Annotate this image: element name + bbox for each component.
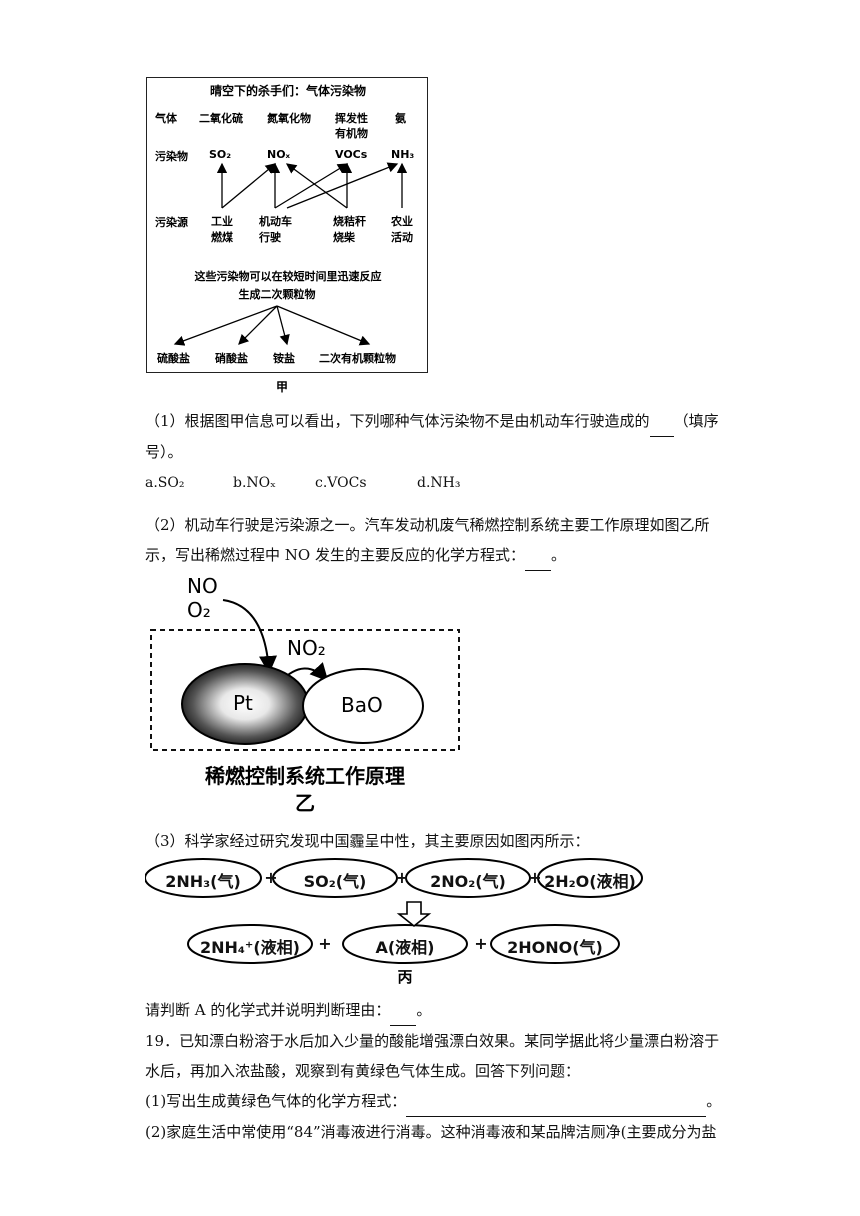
question-3b-end: 。: [416, 1001, 432, 1019]
figure-yi-diagram: [150, 599, 460, 751]
reactant-no2: 2NO₂(气): [430, 872, 506, 891]
answer-blank-3[interactable]: [390, 995, 417, 1026]
pollutant-nh3: NH₃: [391, 148, 415, 161]
label-o2: O₂: [187, 598, 211, 622]
pollutant-nox: NOₓ: [267, 148, 291, 161]
option-c: c.VOCs: [315, 475, 367, 491]
row-gas-label: 气体: [155, 112, 177, 125]
figure-yi-sub: 乙: [295, 791, 315, 815]
reactant-so2: SO₂(气): [303, 872, 367, 891]
gas-nh3: 氨: [395, 112, 406, 125]
question-2-text: （2）机动车行驶是污染源之一。汽车发动机废气稀燃控制系统主要工作原理如图乙所: [145, 516, 710, 534]
gas-so2: 二氧化硫: [199, 112, 243, 125]
source-straw-l2: 烧柴: [333, 231, 355, 244]
question-2-end: 。: [550, 546, 566, 564]
product-organic: 二次有机颗粒物: [319, 352, 396, 365]
plus-5: +: [474, 934, 488, 953]
question-19-line-2: 水后，再加入浓盐酸，观察到有黄绿色气体生成。回答下列问题：: [145, 1062, 581, 1080]
question-1-text-2: 号）。: [145, 443, 183, 461]
plus-4: +: [318, 934, 332, 953]
plus-3: +: [528, 868, 542, 887]
reactant-h2o: 2H₂O(液相): [544, 872, 636, 891]
question-3-text: （3）科学家经过研究发现中国霾呈中性，其主要原因如图丙所示：: [145, 832, 590, 850]
pollutant-vocs: VOCs: [335, 148, 368, 161]
question-3b: 请判断 A 的化学式并说明判断理由： 。: [145, 995, 725, 1026]
source-straw: 烧秸秆 烧柴: [333, 214, 366, 246]
question-1-text-b: （填序: [673, 412, 719, 430]
row-pollutant-label: 污染物: [155, 150, 188, 163]
figure-yi-caption: 稀燃控制系统工作原理: [205, 764, 405, 788]
question-19-line-1: 19．已知漂白粉溶于水后加入少量的酸能增强漂白效果。某同学据此将少量漂白粉溶于: [145, 1032, 720, 1050]
question-1-text: （1）根据图甲信息可以看出，下列哪种气体污染物不是由机动车行驶造成的: [145, 412, 650, 430]
product-nitrate: 硝酸盐: [215, 352, 248, 365]
question-2-text-2: 示，写出稀燃过程中 NO 发生的主要反应的化学方程式：: [145, 546, 525, 564]
question-3b-text: 请判断 A 的化学式并说明判断理由：: [145, 1001, 391, 1019]
label-no: NO: [187, 574, 218, 598]
source-industry: 工业 燃煤: [211, 214, 233, 246]
answer-blank-2[interactable]: [524, 540, 551, 571]
figure-bing: 2NH₃(气) + SO₂(气) + 2NO₂(气) + 2H₂O(液相) 2N…: [145, 856, 645, 986]
question-3: （3）科学家经过研究发现中国霾呈中性，其主要原因如图丙所示：: [145, 826, 725, 856]
reactant-nh3: 2NH₃(气): [165, 872, 241, 891]
figure-bing-caption: 丙: [397, 968, 413, 986]
figure-jia-title: 晴空下的杀手们：气体污染物: [209, 84, 366, 98]
source-vehicle: 机动车 行驶: [259, 214, 292, 246]
source-vehicle-l2: 行驶: [259, 231, 281, 244]
question-19-sub-2: (2)家庭生活中常使用“84”消毒液进行消毒。这种消毒液和某品牌洁厕净(主要成分…: [145, 1123, 717, 1141]
gas-vocs-l2: 有机物: [335, 127, 368, 140]
option-b: b.NOₓ: [233, 475, 277, 491]
figure-jia-caption: 甲: [276, 380, 289, 394]
option-d: d.NH₃: [417, 475, 461, 491]
answer-blank-19-1[interactable]: [406, 1086, 707, 1117]
note-line-1: 这些污染物可以在较短时间里迅速反应: [194, 270, 382, 283]
gas-vocs-l1: 挥发性: [335, 112, 368, 125]
plus-2: +: [395, 868, 409, 887]
plus-1: +: [264, 868, 278, 887]
label-no2: NO₂: [287, 636, 326, 660]
figure-jia: 晴空下的杀手们：气体污染物 气体 二氧化硫 氮氧化物 挥发性 有机物 氨 污染物…: [146, 77, 428, 373]
source-straw-l1: 烧秸秆: [333, 215, 366, 228]
product-ammonium: 铵盐: [273, 352, 295, 365]
source-agriculture: 农业 活动: [391, 214, 413, 246]
product-a: A(液相): [375, 938, 435, 957]
product-sulfate: 硫酸盐: [157, 352, 190, 365]
figure-yi: NO O₂ NO₂ Pt BaO 稀燃控制系统工作原理 乙: [145, 570, 465, 815]
answer-blank-1[interactable]: [649, 406, 674, 437]
source-agriculture-l2: 活动: [391, 231, 413, 244]
source-agriculture-l1: 农业: [391, 215, 413, 228]
label-bao: BaO: [341, 693, 383, 717]
source-industry-l2: 燃煤: [211, 231, 233, 244]
note-line-2: 生成二次颗粒物: [238, 288, 316, 301]
gas-nox: 氮氧化物: [267, 112, 311, 125]
label-pt: Pt: [233, 691, 253, 715]
question-19: 19．已知漂白粉溶于水后加入少量的酸能增强漂白效果。某同学据此将少量漂白粉溶于 …: [145, 1026, 725, 1147]
row-source-label: 污染源: [155, 216, 188, 229]
product-hono: 2HONO(气): [507, 938, 603, 957]
source-vehicle-l1: 机动车: [259, 215, 292, 228]
figure-jia-arrows: [173, 162, 408, 346]
question-1: （1）根据图甲信息可以看出，下列哪种气体污染物不是由机动车行驶造成的 （填序 号…: [145, 406, 725, 467]
option-a: a.SO₂: [145, 475, 185, 491]
product-nh4: 2NH₄⁺(液相): [200, 938, 300, 957]
figure-bing-diagram: [145, 858, 643, 964]
pollutant-so2: SO₂: [209, 148, 232, 161]
source-industry-l1: 工业: [211, 215, 233, 228]
question-19-sub-1-end: 。: [706, 1092, 722, 1110]
question-2: （2）机动车行驶是污染源之一。汽车发动机废气稀燃控制系统主要工作原理如图乙所 示…: [145, 510, 725, 571]
question-19-sub-1: (1)写出生成黄绿色气体的化学方程式：: [145, 1092, 407, 1110]
